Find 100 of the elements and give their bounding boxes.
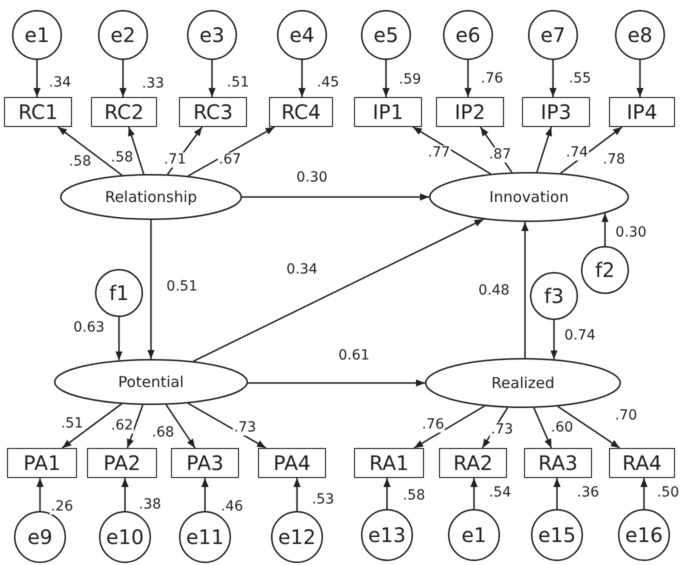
variable-label: IP4 (626, 100, 658, 124)
indicator-box (87, 448, 157, 478)
variable-label: e3 (199, 23, 225, 47)
variable-label: f2 (595, 258, 615, 282)
variable-label: e7 (540, 23, 566, 47)
indicator-box (354, 97, 422, 127)
variable-label: e11 (186, 525, 224, 549)
error-term-circle (277, 10, 327, 60)
arrow (57, 126, 122, 176)
indicator-box (269, 97, 333, 127)
error-term-circle (618, 509, 670, 561)
variable-label: e9 (27, 525, 53, 549)
error-term-circle (443, 10, 493, 60)
edge-label: .58 (110, 150, 134, 166)
variable-label: RC1 (18, 100, 58, 124)
variable-label: f3 (544, 284, 564, 308)
arrow (115, 317, 123, 360)
variable-label: Realized (491, 374, 555, 392)
error-term-circle (98, 10, 148, 60)
edge-label: .73 (232, 420, 258, 436)
edge-label: .73 (490, 422, 514, 438)
arrow (550, 320, 558, 360)
latent-variable-ellipse (54, 359, 248, 405)
indicator-box (4, 97, 72, 127)
arrow (412, 126, 492, 175)
arrow (33, 60, 41, 97)
variable-label: IP2 (454, 100, 486, 124)
variable-label: RA3 (538, 451, 578, 475)
arrow (298, 60, 306, 97)
arrow (557, 406, 620, 449)
variable-label: e12 (278, 525, 316, 549)
arrow (128, 126, 144, 174)
error-term-circle (12, 10, 62, 60)
arrow (470, 478, 478, 509)
arrow (208, 60, 216, 97)
arrow (126, 404, 144, 448)
arrow (188, 402, 266, 449)
error-term-circle (14, 511, 66, 563)
indicator-box (7, 448, 77, 478)
edge-label: .51 (60, 416, 84, 432)
indicator-box (179, 97, 247, 127)
arrow (119, 60, 127, 97)
arrow (640, 478, 648, 509)
indicator-box (524, 448, 592, 478)
latent-variable-ellipse (425, 358, 621, 408)
variable-label: e2 (110, 23, 136, 47)
variable-label: e16 (625, 523, 663, 547)
variable-label: e4 (289, 23, 315, 47)
arrow (553, 478, 561, 509)
edge-label: .71 (162, 152, 188, 168)
indicator-box (609, 97, 675, 127)
edge-label: .76 (420, 418, 446, 432)
indicator-box (609, 448, 675, 478)
variable-label: f1 (109, 281, 129, 305)
arrow (192, 218, 484, 362)
variable-label: IP1 (372, 100, 404, 124)
arrow (383, 478, 391, 509)
indicator-box (436, 97, 504, 127)
variable-label: RC3 (193, 100, 233, 124)
variable-label: e1 (461, 523, 487, 547)
arrow (549, 60, 557, 97)
arrow (121, 478, 129, 511)
arrow (601, 213, 609, 246)
arrow (382, 60, 390, 97)
variable-label: Relationship (104, 188, 198, 206)
indicator-box (354, 448, 424, 478)
error-term-circle (615, 10, 665, 60)
variable-label: Innovation (489, 188, 569, 206)
variable-label: PA3 (186, 451, 224, 475)
variable-label: PA1 (23, 451, 61, 475)
latent-variable-ellipse (429, 172, 629, 222)
variable-label: e13 (368, 523, 406, 547)
error-term-circle (271, 511, 323, 563)
variable-label: e10 (106, 525, 144, 549)
arrow (636, 60, 644, 97)
variable-label: PA4 (273, 451, 311, 475)
error-term-circle (581, 246, 629, 294)
arrow (521, 222, 529, 358)
variable-label: e6 (455, 23, 481, 47)
arrow (166, 404, 196, 448)
edge-label: .74 (564, 146, 590, 160)
edge-label: .62 (110, 418, 134, 434)
error-term-circle (448, 509, 500, 561)
error-term-circle (361, 509, 413, 561)
variable-label: RA2 (453, 451, 493, 475)
error-term-circle (99, 511, 151, 563)
variable-label: e15 (538, 523, 576, 547)
arrow (536, 126, 552, 172)
variable-label: IP3 (540, 100, 572, 124)
edge-label: .87 (488, 148, 512, 162)
variable-label: e1 (24, 23, 50, 47)
variable-label: RA4 (622, 451, 662, 475)
indicator-box (171, 448, 239, 478)
edge-label: .26 (50, 500, 74, 514)
error-term-circle (531, 509, 583, 561)
error-term-circle (95, 269, 143, 317)
error-term-circle (187, 10, 237, 60)
arrow (533, 408, 552, 448)
variable-label: e5 (373, 23, 399, 47)
arrow (242, 193, 429, 201)
